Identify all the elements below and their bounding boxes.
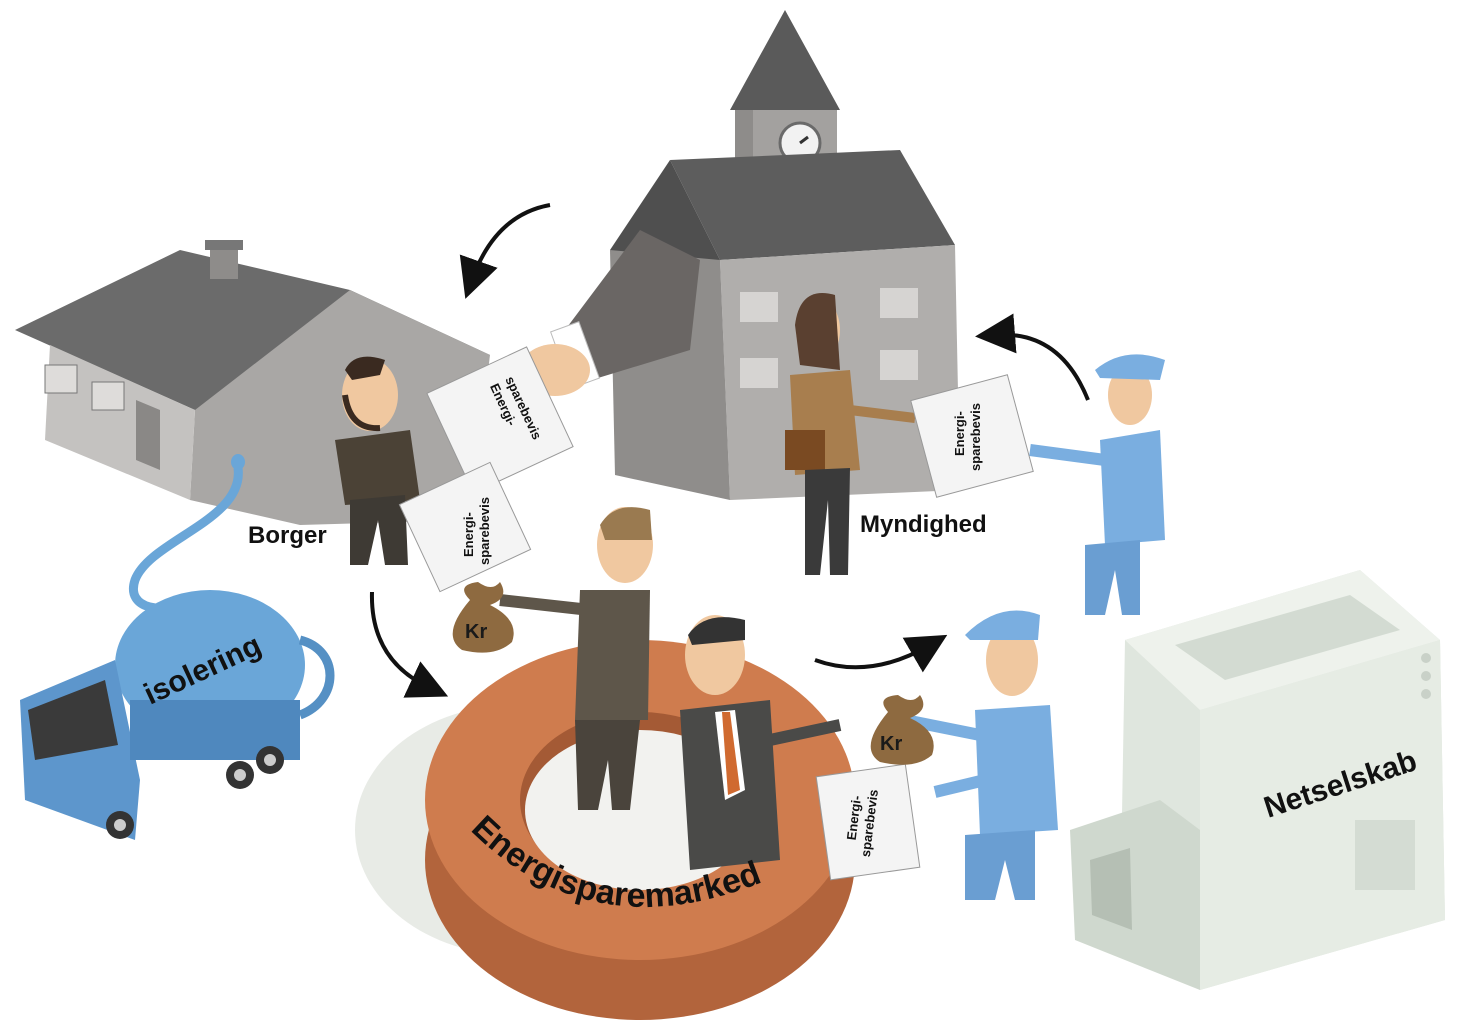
utility-worker-top-figure (1029, 354, 1165, 615)
certificate-text-3b: sparebevis (968, 403, 983, 471)
certificate-hand-to-citizen: Energi- sparebevis (426, 346, 574, 494)
certificate-text-4: Energi- (844, 795, 864, 841)
certificate-text-3: Energi- (952, 411, 967, 456)
money-bag-trader: Kr (452, 582, 514, 653)
house-building (15, 240, 490, 525)
authority-label: Myndighed (860, 511, 987, 538)
money-bag-worker: Kr (870, 695, 934, 765)
grid-company-building (1070, 570, 1445, 990)
money-bag-label-2: Kr (880, 733, 902, 755)
arrow-authority-to-citizen (459, 203, 551, 299)
money-bag-label-1: Kr (465, 621, 487, 643)
certificate-text-2: Energi- (461, 512, 476, 557)
arrow-worker-to-authority (975, 313, 1090, 401)
certificate-trader-to-worker: Energi- sparebevis (815, 763, 921, 881)
authority-woman-figure (785, 293, 916, 575)
utility-worker-bottom-figure (903, 610, 1058, 900)
certificate-worker-to-authority: Energi- sparebevis (910, 374, 1034, 498)
citizen-figure (335, 356, 420, 565)
arrow-citizen-to-market (369, 591, 449, 698)
citizen-label: Borger (248, 522, 327, 549)
certificate-citizen-to-trader: Energi- sparebevis (398, 461, 532, 593)
market-trader-back-figure (499, 507, 653, 810)
insulation-truck (20, 590, 335, 840)
certificate-text-2b: sparebevis (477, 497, 492, 565)
arrow-market-to-worker (814, 634, 948, 673)
market-trader-front-figure (680, 615, 842, 870)
